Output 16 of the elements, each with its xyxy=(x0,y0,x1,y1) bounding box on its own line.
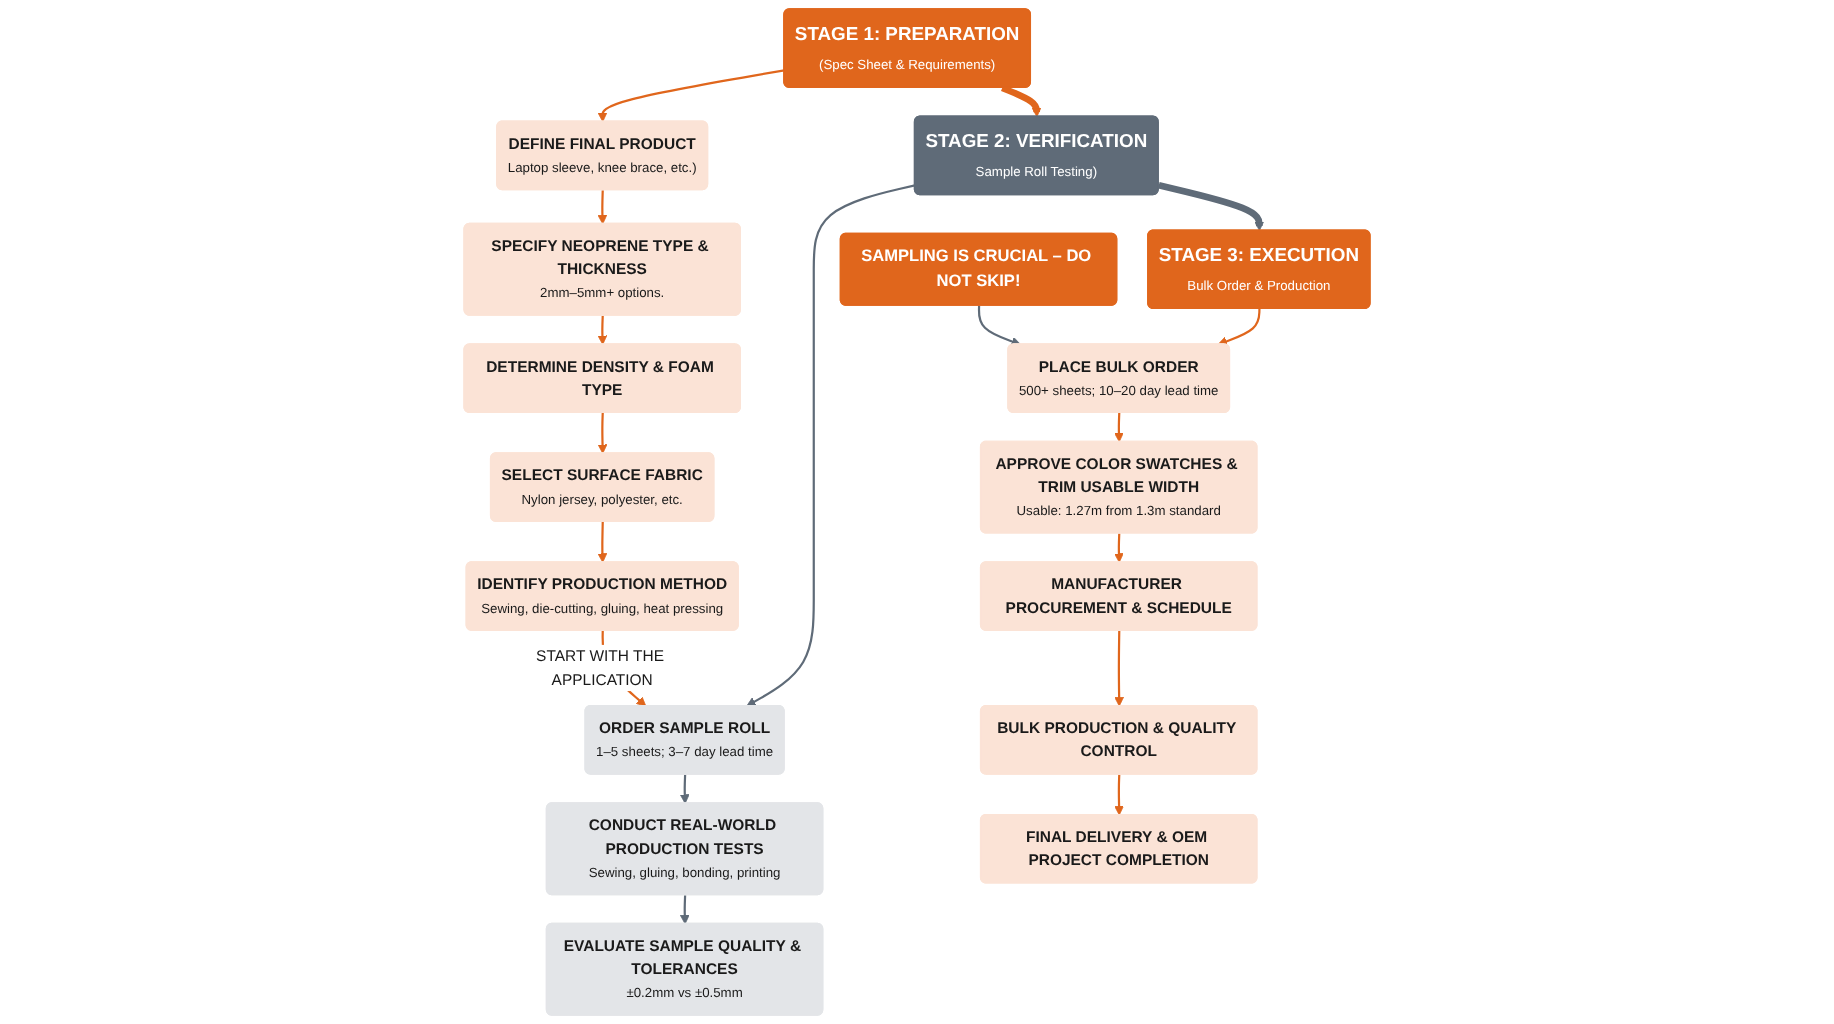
arrow xyxy=(1217,309,1261,347)
arrow xyxy=(1114,413,1124,443)
arrow xyxy=(746,184,916,707)
arrow xyxy=(1001,84,1042,118)
arrow xyxy=(1114,533,1124,563)
arrow xyxy=(597,521,608,563)
arrow xyxy=(1158,182,1265,231)
arrow xyxy=(977,305,1021,347)
arrow xyxy=(597,413,608,454)
arrow xyxy=(679,774,690,804)
arrow xyxy=(1114,774,1124,816)
arrow xyxy=(597,315,608,345)
arrow xyxy=(679,895,690,925)
arrow xyxy=(597,69,785,123)
arrow xyxy=(1114,630,1124,707)
arrow xyxy=(597,190,608,225)
